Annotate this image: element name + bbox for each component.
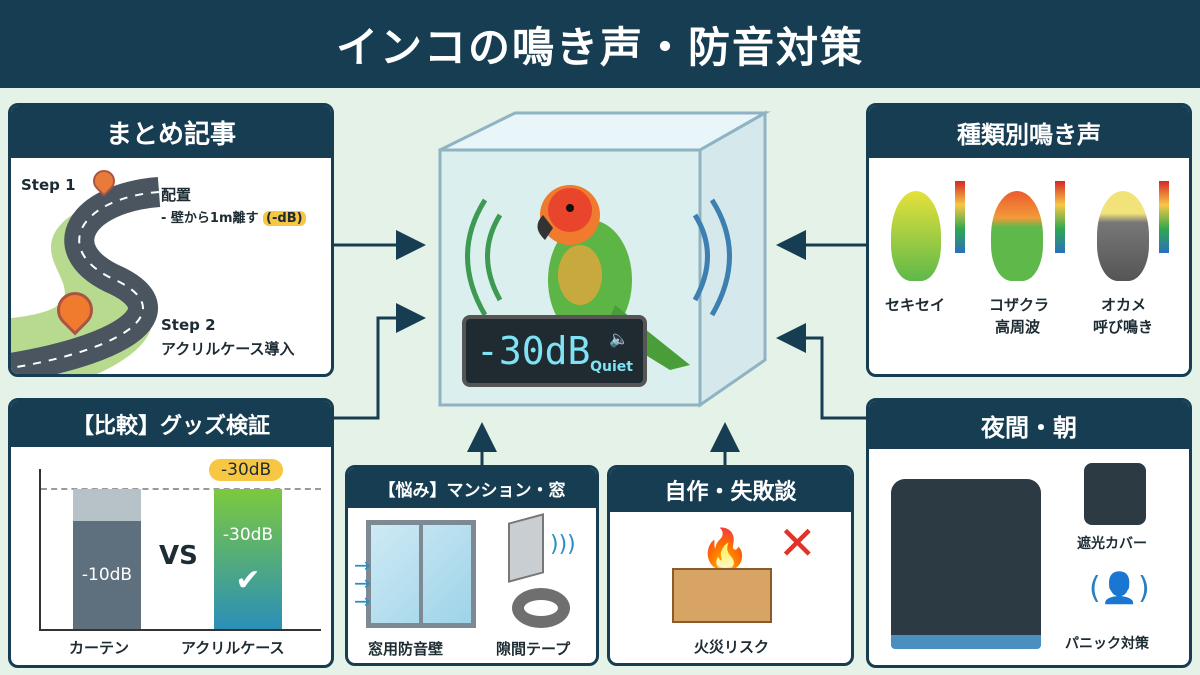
panel-heading: 【比較】グッズ検証 [11, 401, 331, 447]
category-acrylic: アクリルケース [181, 639, 285, 657]
panel-heading: 【悩み】マンション・窓 [348, 468, 596, 508]
chart-axis [39, 469, 41, 631]
step1-detail: - 壁から1m離す (-dB) [161, 207, 306, 226]
bar-curtain-value: -10dB [81, 565, 133, 585]
acrylic-case-illustration: -30dB 🔈 Quiet [420, 105, 780, 445]
soundproof-panel-icon [508, 513, 544, 583]
trouble-panel[interactable]: 【悩み】マンション・窓 →→→ ))) 窓用防音壁 隙間テープ [345, 465, 599, 666]
panel-heading: 種類別鳴き声 [869, 106, 1189, 158]
fire-icon: 🔥 [700, 527, 750, 573]
reference-line [41, 488, 321, 490]
panic-label: パニック対策 [1065, 636, 1149, 652]
species-panel[interactable]: 種類別鳴き声 セキセイ コザクラ 高周波 オカメ 呼び鳴き [866, 103, 1192, 377]
step2-label: Step 2 [161, 316, 216, 334]
panel-heading: 夜間・朝 [869, 401, 1189, 449]
bar-acrylic: -30dB ✔ [214, 489, 282, 629]
comparison-panel[interactable]: 【比較】グッズ検証 -10dB VS -30dB -30dB ✔ カーテン アク… [8, 398, 334, 668]
cardboard-box-icon [672, 568, 772, 623]
cover-label: 遮光カバー [1077, 536, 1147, 552]
bar-curtain: -10dB [73, 521, 141, 629]
calm-person-icon: (👤) [1089, 571, 1150, 606]
volume-meter-icon [955, 181, 965, 253]
fire-risk-caption: 火災リスク [694, 638, 770, 656]
volume-meter-icon [1159, 181, 1169, 253]
item-window-wall: 窓用防音壁 [368, 640, 444, 658]
diy-panel[interactable]: 自作・失敗談 🔥 ✕ 火災リスク [607, 465, 854, 666]
chart-baseline [39, 629, 321, 631]
step1-title: 配置 [161, 186, 192, 204]
covered-cage-icon [891, 479, 1041, 649]
display-value: -30dB [476, 329, 591, 373]
volume-meter-icon [1055, 181, 1065, 253]
bar-acrylic-value: -30dB [222, 525, 274, 545]
page-title: インコの鳴き声・防音対策 [0, 0, 1200, 88]
gap-tape-icon [512, 588, 570, 628]
step1-detail-text: - 壁から1m離す [161, 211, 259, 226]
step1-badge: (-dB) [263, 211, 306, 226]
item-gap-tape: 隙間テープ [496, 640, 571, 658]
bird-name: オカメ [1101, 296, 1147, 314]
window-icon [366, 520, 476, 628]
category-curtain: カーテン [69, 639, 130, 657]
bird-name: セキセイ [885, 296, 946, 314]
budgie-icon [891, 191, 941, 281]
decibel-display: -30dB 🔈 Quiet [462, 315, 647, 387]
bird-note: 高周波 [995, 318, 1041, 336]
bird-name: コザクラ [989, 296, 1050, 314]
panel-heading: 自作・失敗談 [610, 468, 851, 512]
display-status: Quiet [590, 359, 633, 375]
lovebird-icon [991, 191, 1043, 281]
top-badge: -30dB [209, 459, 284, 481]
panel-heading: まとめ記事 [11, 106, 331, 158]
sound-wave-icon: ))) [550, 532, 576, 557]
speaker-icon: 🔈 [609, 329, 629, 348]
check-icon: ✔ [235, 563, 261, 598]
road-illustration [11, 177, 161, 374]
cross-icon: ✕ [778, 516, 817, 570]
bird-note: 呼び鳴き [1093, 318, 1154, 336]
step1-label: Step 1 [21, 176, 76, 194]
step2-detail: アクリルケース導入 [161, 340, 295, 358]
wind-arrows-icon: →→→ [354, 553, 371, 613]
night-panel[interactable]: 夜間・朝 遮光カバー (👤) パニック対策 [866, 398, 1192, 668]
cover-icon [1084, 463, 1146, 525]
vs-label: VS [159, 541, 198, 571]
cockatiel-icon [1097, 191, 1149, 281]
bar-curtain-ghost [73, 489, 141, 521]
summary-panel[interactable]: まとめ記事 Step 1 配置 - 壁から1m離す (-dB) Step 2 ア… [8, 103, 334, 377]
